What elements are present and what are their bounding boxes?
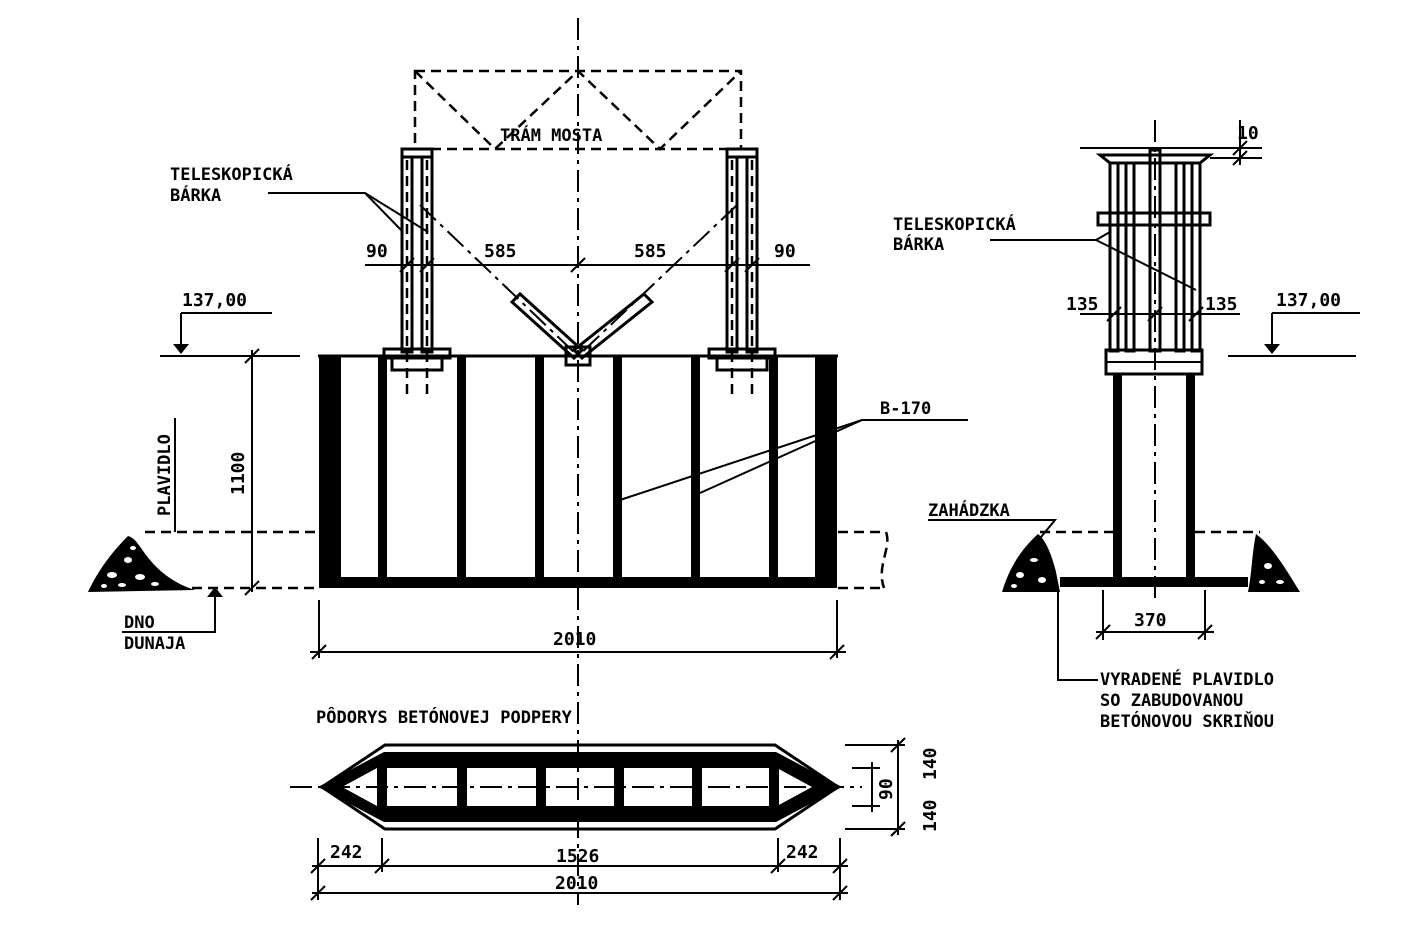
tram-mosta-label: TRÁM MOSTA <box>500 124 602 146</box>
dim-90-left: 90 <box>366 241 388 262</box>
side-hull <box>1060 374 1248 587</box>
main-elevation: TRÁM MOSTA <box>88 18 968 905</box>
dim-2010-elevation: 2010 <box>553 629 596 650</box>
barge-hull <box>318 354 838 588</box>
teleskopicka-label-right: TELESKOPICKÁ <box>893 213 1016 235</box>
v-strut <box>509 291 655 367</box>
level-marker-right <box>1228 312 1360 357</box>
barka-label-right: BÁRKA <box>893 233 944 255</box>
vyradene-line-2: SO ZABUDOVANOU <box>1100 691 1243 711</box>
top-dimension-chain <box>365 257 810 273</box>
dim-370: 370 <box>1134 610 1167 631</box>
zahadzka-label: ZAHÁDZKA <box>928 499 1010 521</box>
b170-label: B-170 <box>880 399 931 419</box>
level-value-right: 137,00 <box>1276 290 1341 311</box>
side-elevation: 10 TELESKOPICKÁ BÁRKA 135 135 <box>893 120 1360 732</box>
strut-line-right <box>577 204 738 357</box>
height-dimension <box>244 348 260 596</box>
teleskopicka-label-left: TELESKOPICKÁ <box>170 163 293 185</box>
vyradene-line-3: BETÓNOVOU SKRIŇOU <box>1100 710 1274 732</box>
level-marker-left <box>160 312 300 357</box>
dno-label: DNO <box>124 613 155 633</box>
side-dimension-370 <box>1095 590 1214 640</box>
telescopic-column-left <box>382 147 452 395</box>
plan-hull <box>318 752 842 822</box>
dim-90-plan: 90 <box>876 778 897 800</box>
riverbed-level-arrow <box>207 587 223 597</box>
dunaja-label: DUNAJA <box>124 634 185 654</box>
dno-leader <box>122 597 216 633</box>
riverbed-rocks-left <box>88 536 195 592</box>
vyradene-leader <box>1057 587 1098 681</box>
dim-1100: 1100 <box>228 452 249 495</box>
podorys-title: PÔDORYS BETÓNOVEJ PODPERY <box>316 706 573 728</box>
dim-1526: 1526 <box>556 846 599 867</box>
leader-barka-left <box>268 192 404 233</box>
length-dimension-elevation <box>310 600 846 660</box>
dim-135-right: 135 <box>1205 294 1238 315</box>
plavidlo-label: PLAVIDLO <box>155 434 175 516</box>
side-rocks <box>1002 534 1300 592</box>
plan-bottom-dimensions <box>310 838 848 901</box>
dim-242-right: 242 <box>786 842 819 863</box>
dim-135-left: 135 <box>1066 294 1099 315</box>
dim-140-top: 140 <box>920 747 941 780</box>
telescopic-column-right <box>707 147 777 395</box>
dim-242-left: 242 <box>330 842 363 863</box>
bridge-truss <box>413 69 743 151</box>
leader-b170 <box>619 419 968 501</box>
dim-2010-plan: 2010 <box>555 873 598 894</box>
dim-10: 10 <box>1237 123 1259 144</box>
water-line <box>145 530 889 590</box>
plan-view: PÔDORYS BETÓNOVEJ PODPERY 140 90 140 <box>290 706 941 901</box>
side-columns <box>1095 148 1215 376</box>
vyradene-line-1: VYRADENÉ PLAVIDLO <box>1100 668 1274 690</box>
plan-side-dimensions <box>845 737 906 837</box>
level-value-left: 137,00 <box>182 290 247 311</box>
dim-140-bottom: 140 <box>920 799 941 832</box>
strut-line-left <box>419 204 579 357</box>
side-dimension-135 <box>1080 306 1240 322</box>
dim-585-left: 585 <box>484 241 517 262</box>
dim-90-right: 90 <box>774 241 796 262</box>
barka-label-left: BÁRKA <box>170 184 221 206</box>
dim-585-right: 585 <box>634 241 667 262</box>
